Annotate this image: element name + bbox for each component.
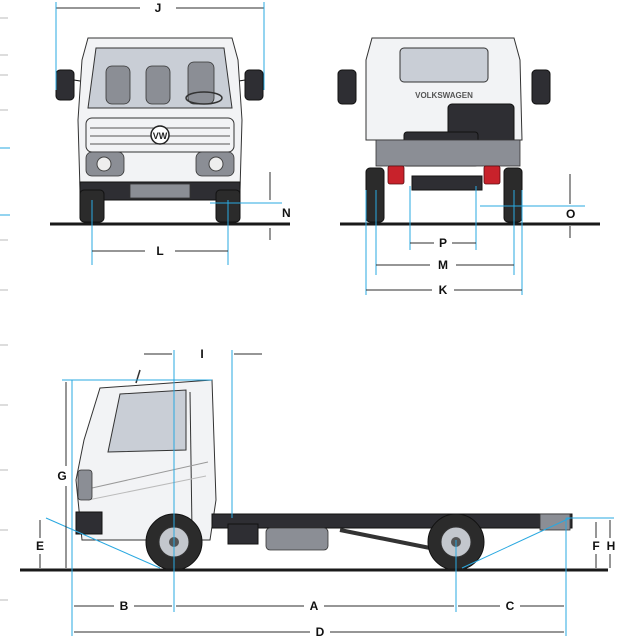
label-c: C <box>506 599 515 613</box>
dimension-d: D <box>74 625 564 639</box>
label-n: N <box>282 206 291 220</box>
label-o: O <box>566 207 575 221</box>
dimension-l: L <box>91 200 229 265</box>
label-p: P <box>439 236 447 250</box>
dimension-b: B <box>74 599 172 613</box>
label-k: K <box>439 283 448 297</box>
dimension-j: J <box>55 1 265 90</box>
vw-logo-icon <box>150 125 170 145</box>
dimension-n: N <box>210 172 291 240</box>
right-mirror <box>244 69 264 101</box>
label-a: A <box>310 599 319 613</box>
left-mirror <box>55 69 75 101</box>
label-d: D <box>316 625 325 639</box>
rear-view-truck: VOLKSWAGEN <box>337 37 551 223</box>
label-m: M <box>438 258 448 272</box>
right-tail-light <box>483 165 501 185</box>
dimension-e: E <box>36 520 44 568</box>
side-view-truck <box>75 369 573 571</box>
front-logo: VW <box>153 131 168 141</box>
dimension-i: I <box>144 347 262 361</box>
label-i: I <box>200 347 203 361</box>
dimension-a: A <box>176 599 454 613</box>
front-view-truck: VW <box>55 37 264 223</box>
dimension-c: C <box>458 599 564 613</box>
chassis-frame <box>211 513 573 529</box>
rear-right-mirror <box>531 69 551 105</box>
dimension-f: F <box>592 522 600 568</box>
dimension-o: O <box>480 174 585 238</box>
dimension-h: H <box>607 520 616 568</box>
label-j: J <box>155 1 162 15</box>
label-e: E <box>36 539 44 553</box>
rear-right-tire <box>503 167 523 223</box>
dimension-k: K <box>365 190 523 297</box>
departure-angle-line <box>461 517 571 569</box>
approach-angle-line <box>45 517 161 569</box>
label-b: B <box>120 599 129 613</box>
rear-lettering: VOLKSWAGEN <box>415 91 473 100</box>
rear-left-tire <box>365 167 385 223</box>
label-f: F <box>592 539 599 553</box>
label-l: L <box>156 244 163 258</box>
label-g: G <box>57 469 66 483</box>
dimension-p: P <box>409 186 477 250</box>
left-tail-light <box>387 165 405 185</box>
margin-ruler <box>0 17 10 601</box>
side-window <box>107 389 187 453</box>
dimension-m: M <box>375 190 515 275</box>
dimension-g: G <box>57 382 67 568</box>
rear-left-mirror <box>337 69 357 105</box>
label-h: H <box>607 539 616 553</box>
